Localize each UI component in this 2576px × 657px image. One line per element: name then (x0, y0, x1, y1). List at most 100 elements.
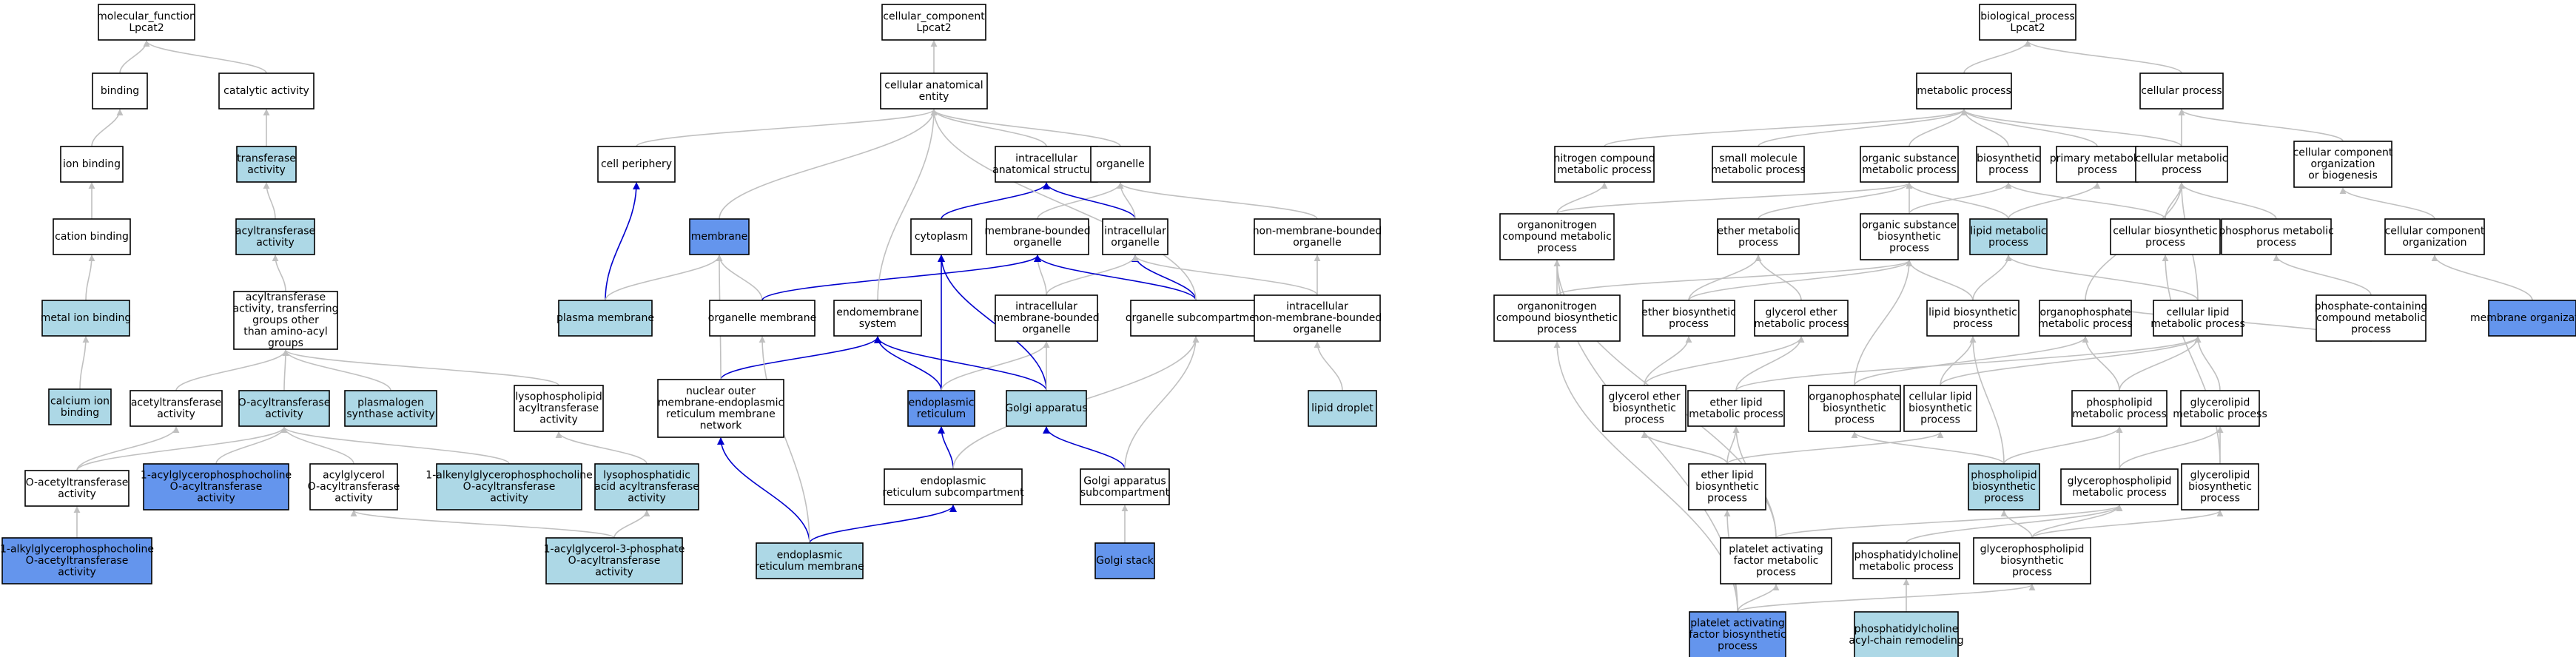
is-a-edge (2178, 182, 2277, 220)
is-a-edge (2194, 336, 2221, 391)
go-term-node: ion binding (60, 146, 124, 183)
is-a-edge (1906, 260, 1974, 301)
go-term-label: process (1984, 493, 2024, 505)
go-term-node: cation binding (53, 218, 131, 255)
go-term-box (1973, 537, 2091, 584)
is-a-edge (350, 510, 615, 539)
go-term-box (1687, 390, 1785, 427)
go-term-box (1808, 385, 1901, 432)
go-term-label: network (700, 420, 743, 431)
go-term-label: activity (197, 493, 235, 505)
go-term-label: cytoplasm (915, 231, 968, 243)
go-term-label: cellular lipid (1909, 391, 1971, 403)
go-term-box (884, 468, 1023, 505)
is-a-edge (941, 341, 1050, 391)
is-a-edge (175, 349, 289, 391)
is-a-edge (1906, 505, 2123, 544)
go-term-label: glycerolipid (2190, 470, 2250, 482)
is-a-edge (1960, 109, 2098, 147)
is-a-edge (1969, 336, 2005, 465)
go-term-label: intracellular (1015, 301, 1077, 313)
go-term-label: groups (268, 337, 303, 349)
go-term-label: O-acyltransferase (308, 481, 400, 493)
go-term-label: reticulum (917, 408, 966, 420)
go-term-label: groups other (252, 314, 319, 326)
part-of-edge (605, 182, 640, 301)
go-term-label: glycerophospholipid (2068, 475, 2172, 487)
go-term-label: organelle (1293, 237, 1341, 249)
is-a-edge (1963, 40, 2031, 74)
go-term-label: Lpcat2 (2010, 22, 2045, 34)
go-term-label: cell periphery (601, 158, 672, 170)
go-term-label: endomembrane (836, 306, 919, 318)
go-term-box (1689, 611, 1786, 657)
go-term-label: process (1953, 318, 1993, 330)
go-term-label: organonitrogen (1517, 220, 1597, 232)
go-term-box (1554, 146, 1655, 183)
is-a-edge (1726, 431, 1944, 465)
go-term-label: process (1707, 493, 1747, 505)
go-term-label: process (1920, 414, 1960, 426)
go-term-label: organelle (1096, 158, 1144, 170)
go-term-label: biosynthetic (1877, 231, 1941, 243)
go-term-node: 1-alkenylglycerophosphocholineO-acyltran… (426, 463, 593, 511)
is-a-edge (2119, 336, 2202, 391)
is-a-edge (2005, 182, 2166, 220)
go-term-node: 1-acylglycerol-3-phosphateO-acyltransfer… (544, 537, 685, 584)
go-term-label: process (1624, 414, 1664, 426)
go-term-label: organonitrogen (1517, 301, 1597, 313)
go-term-label: cellular metabolic (2136, 152, 2228, 164)
go-term-node: binding (92, 73, 148, 110)
is-a-edge (263, 182, 276, 220)
go-term-label: cellular_component (883, 10, 985, 22)
go-term-label: reticulum subcompartment (882, 487, 1024, 499)
go-term-label: organelle (1022, 324, 1070, 336)
go-term-label: Golgi apparatus (1005, 402, 1087, 414)
is-a-edge (2178, 109, 2344, 142)
go-term-label: metabolic process (1917, 85, 2011, 97)
is-a-edge (1556, 260, 1913, 296)
is-a-edge (930, 109, 1047, 147)
go-term-box (1854, 611, 1959, 657)
go-term-box (545, 537, 683, 584)
go-term-label: factor metabolic (1734, 555, 1819, 567)
go-term-node: Golgi apparatus (1005, 390, 1088, 427)
go-term-label: metabolic process (1859, 561, 1954, 573)
go-term-label: phosphatidylcholine (1854, 623, 1959, 635)
go-term-label: subcompartment (1080, 487, 1170, 499)
is-a-edge (1644, 336, 1692, 386)
go-term-node: 1-acylglycerophosphocholineO-acyltransfe… (141, 463, 292, 511)
go-term-label: or biogenesis (2308, 170, 2378, 182)
go-term-label: organic substance (1862, 220, 1957, 232)
go-term-label: non-membrane-bounded (1253, 225, 1382, 237)
go-term-label: acyltransferase (246, 292, 326, 303)
go-term-label: metabolic process (1862, 164, 1957, 176)
go-term-label: activity (256, 237, 295, 249)
is-a-edge (2431, 255, 2533, 301)
go-term-label: activity (595, 567, 633, 579)
is-a-edge (716, 255, 763, 301)
go-term-label: compound biosynthetic (1496, 312, 1618, 324)
go-term-label: O-acyltransferase (170, 481, 263, 493)
is-a-edge (76, 426, 180, 471)
part-of-edge (761, 255, 1041, 301)
go-term-label: O-acyltransferase (238, 397, 331, 408)
go-term-node: organelle subcompartment (1126, 300, 1267, 337)
